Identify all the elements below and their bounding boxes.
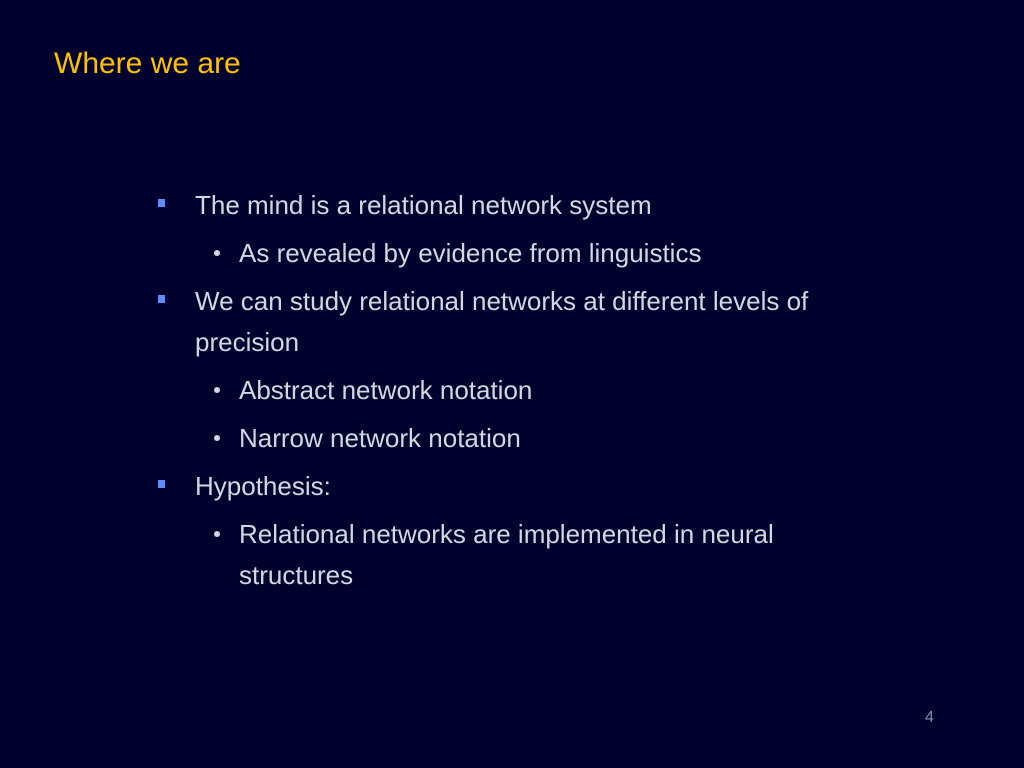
- sub-bullet-text: Abstract network notation: [239, 375, 533, 405]
- bullet-item: Hypothesis:: [158, 466, 848, 507]
- square-bullet-icon: [158, 480, 165, 488]
- bullet-item: The mind is a relational network system: [158, 185, 848, 226]
- bullet-list: The mind is a relational network system …: [158, 185, 848, 603]
- bullet-text: The mind is a relational network system: [195, 190, 652, 220]
- square-bullet-icon: [158, 199, 165, 207]
- sub-bullet-item: As revealed by evidence from linguistics: [158, 233, 848, 274]
- bullet-text: Hypothesis:: [195, 471, 331, 501]
- sub-bullet-item: Relational networks are implemented in n…: [158, 514, 848, 596]
- sub-bullet-item: Abstract network notation: [158, 370, 848, 411]
- dot-bullet-icon: [214, 435, 220, 441]
- page-number: 4: [925, 709, 934, 726]
- square-bullet-icon: [158, 295, 165, 303]
- sub-bullet-text: Narrow network notation: [239, 423, 521, 453]
- dot-bullet-icon: [214, 250, 220, 256]
- dot-bullet-icon: [214, 531, 220, 537]
- sub-bullet-text: As revealed by evidence from linguistics: [239, 238, 702, 268]
- sub-bullet-text: Relational networks are implemented in n…: [239, 519, 774, 590]
- bullet-text: We can study relational networks at diff…: [195, 286, 809, 357]
- dot-bullet-icon: [214, 387, 220, 393]
- slide-title: Where we are: [54, 47, 241, 80]
- sub-bullet-item: Narrow network notation: [158, 418, 848, 459]
- bullet-item: We can study relational networks at diff…: [158, 281, 848, 363]
